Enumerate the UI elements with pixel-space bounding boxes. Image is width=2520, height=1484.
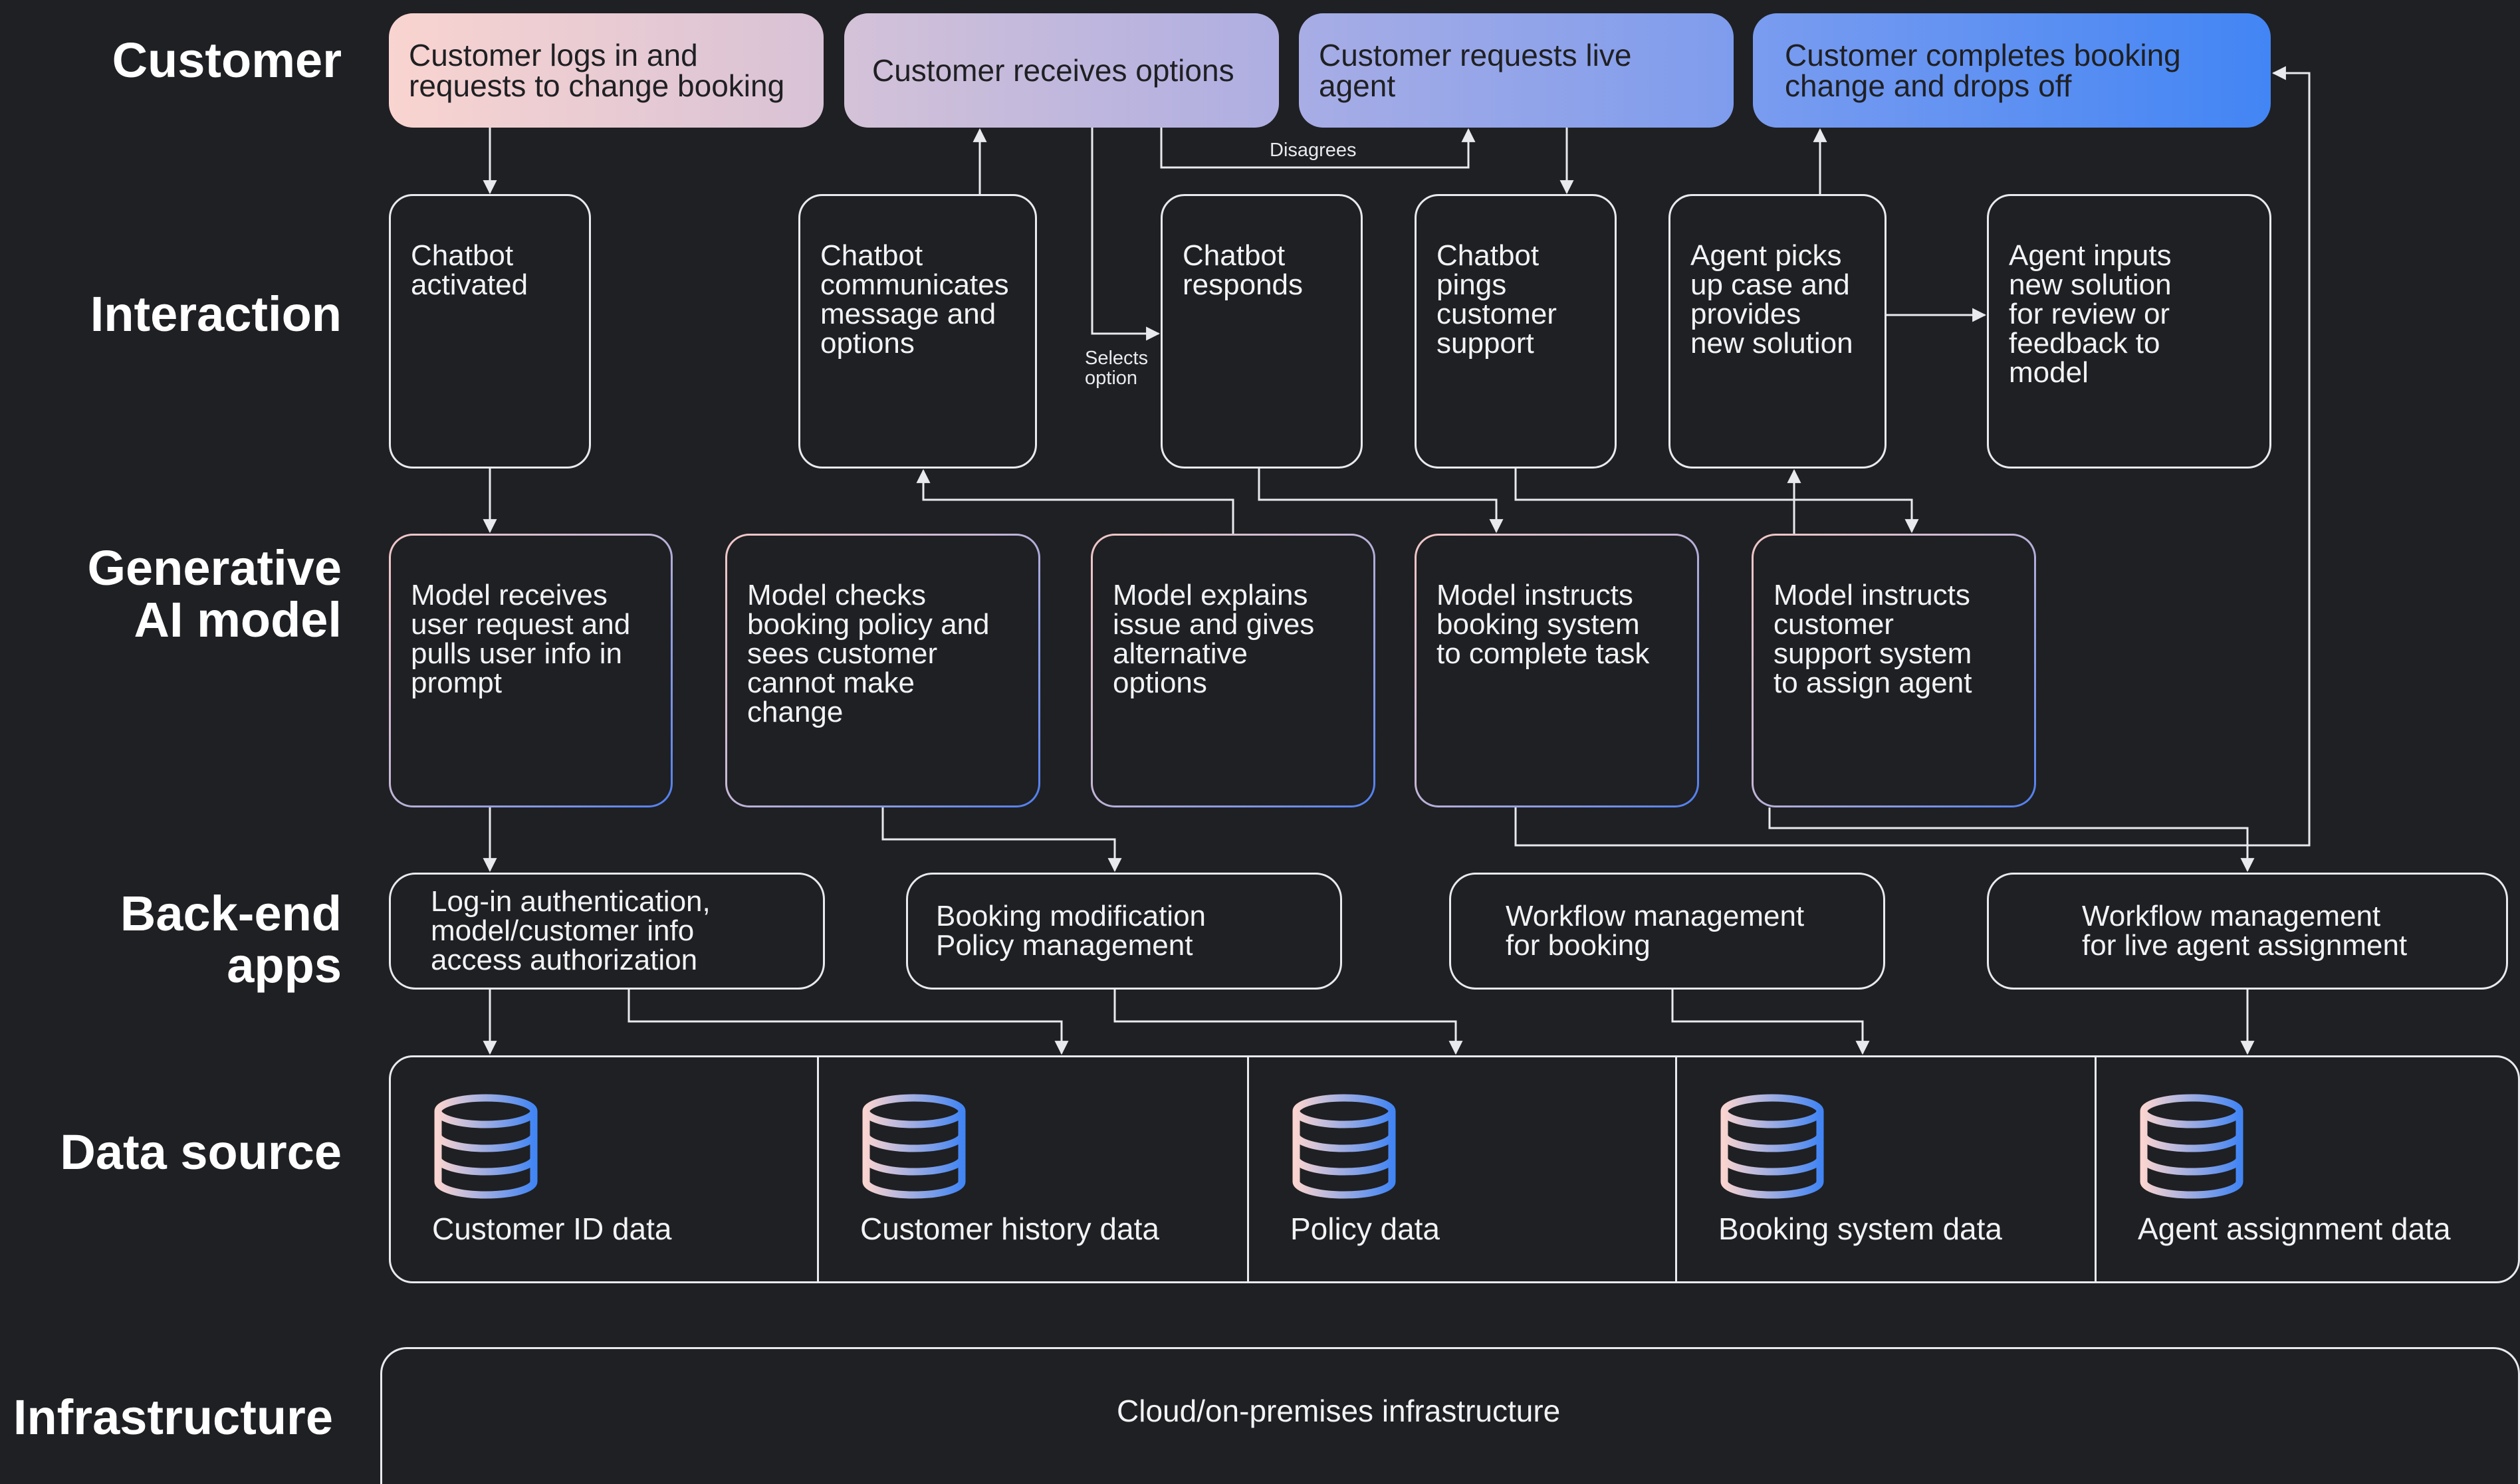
data-source-label: Booking system data [1718, 1212, 2003, 1246]
arrow-booking-app-to-policy [1113, 990, 1463, 1055]
data-source-label: Customer history data [860, 1212, 1159, 1246]
model-instructs-booking: Model instructs booking system to comple… [1415, 534, 1699, 807]
interaction-chatbot-activated: Chatbot activated [389, 194, 591, 469]
lane-generative-ai-model: Generative AI model [87, 540, 342, 647]
data-source-customer-id: Customer ID data [391, 1057, 817, 1281]
arrow-workflow-to-booking-data [1671, 990, 1870, 1055]
model-instructs-support: Model instructs customer support system … [1752, 534, 2036, 807]
customer-step-login: Customer logs in and requests to change … [389, 13, 824, 128]
database-icon [434, 1094, 538, 1199]
arrow-login-app-to-history [628, 990, 1069, 1055]
arrow-explains-to-chatbot [916, 469, 1234, 534]
model-explains-issue: Model explains issue and gives alternati… [1091, 534, 1375, 807]
infrastructure-label: Cloud/on-premises infrastructure [1117, 1394, 1561, 1428]
arrow-pings-to-support [1514, 469, 1919, 534]
arrow-disagrees [1160, 128, 1476, 169]
customer-step-completes-booking: Customer completes booking change and dr… [1753, 13, 2271, 128]
arrow-policy-to-booking-app [881, 807, 1122, 873]
data-source-customer-history: Customer history data [817, 1057, 1247, 1281]
backend-workflow-live-agent: Workflow management for live agent assig… [1987, 873, 2508, 990]
backend-booking-policy: Booking modification Policy management [906, 873, 1342, 990]
data-source-panel: Customer ID data Customer history data P… [389, 1055, 2520, 1283]
infrastructure-panel: Cloud/on-premises infrastructure [380, 1347, 2520, 1484]
data-source-label: Agent assignment data [2138, 1212, 2451, 1246]
lane-back-end-apps: Back-end apps [120, 886, 342, 993]
customer-step-receives-options: Customer receives options [844, 13, 1279, 128]
database-icon [862, 1094, 966, 1199]
arrow-booking-to-complete [1514, 66, 2311, 847]
lane-data-source: Data source [60, 1124, 342, 1180]
arrow-support-to-live-agent-app [1768, 807, 2255, 873]
interaction-chatbot-responds: Chatbot responds [1161, 194, 1363, 469]
data-source-agent-assignment: Agent assignment data [2095, 1057, 2520, 1281]
arrow-selects-option [1091, 128, 1161, 341]
backend-workflow-booking: Workflow management for booking [1449, 873, 1885, 990]
database-icon [1292, 1094, 1396, 1199]
data-source-policy: Policy data [1247, 1057, 1675, 1281]
interaction-chatbot-communicates: Chatbot communicates message and options [798, 194, 1037, 469]
backend-login-authentication: Log-in authentication, model/customer in… [389, 873, 825, 990]
lane-interaction: Interaction [90, 286, 342, 342]
interaction-agent-inputs-solution: Agent inputs new solution for review or … [1987, 194, 2271, 469]
customer-step-requests-agent: Customer requests live agent [1299, 13, 1734, 128]
database-icon [1720, 1094, 1824, 1199]
lane-customer: Customer [112, 33, 342, 88]
data-source-label: Policy data [1290, 1212, 1440, 1246]
data-source-booking-system: Booking system data [1675, 1057, 2095, 1281]
interaction-chatbot-pings-support: Chatbot pings customer support [1415, 194, 1617, 469]
interaction-agent-picks-up-case: Agent picks up case and provides new sol… [1668, 194, 1887, 469]
lane-infrastructure: Infrastructure [13, 1390, 333, 1445]
label-disagrees: Disagrees [1270, 140, 1357, 161]
label-selects-option: Selects option [1085, 348, 1149, 389]
model-checks-policy: Model checks booking policy and sees cus… [725, 534, 1040, 807]
model-receives-request: Model receives user request and pulls us… [389, 534, 673, 807]
arrow-responds-to-booking [1258, 469, 1504, 534]
database-icon [2140, 1094, 2243, 1199]
data-source-label: Customer ID data [432, 1212, 672, 1246]
